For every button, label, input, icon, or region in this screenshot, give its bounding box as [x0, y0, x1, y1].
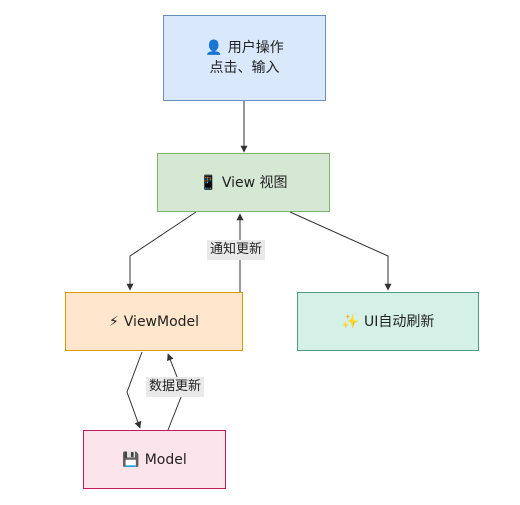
model-node: 💾 Model	[83, 430, 226, 489]
sparkles-icon: ✨	[341, 313, 360, 330]
user-action-subtitle: 点击、输入	[209, 60, 280, 76]
user-action-title: 用户操作	[227, 40, 284, 56]
user-action-node: 👤 用户操作 点击、输入	[163, 15, 326, 101]
edge-view-to-ui-refresh	[289, 211, 392, 291]
lightning-icon: ⚡	[108, 313, 119, 330]
mobile-phone-icon: 📱	[199, 174, 217, 191]
edge-viewmodel-to-model	[126, 351, 143, 429]
viewmodel-node: ⚡ ViewModel	[65, 292, 243, 351]
floppy-disk-icon: 💾	[122, 451, 140, 468]
viewmodel-label: ViewModel	[123, 313, 200, 330]
person-icon: 👤	[205, 40, 223, 56]
view-node: 📱 View 视图	[157, 153, 330, 212]
view-label-row: 📱 View 视图	[199, 173, 287, 193]
data-update-label: 数据更新	[146, 377, 205, 397]
view-label: View 视图	[221, 174, 288, 191]
model-label-row: 💾 Model	[122, 450, 186, 470]
notify-update-label: 通知更新	[207, 240, 266, 260]
ui-refresh-label: UI自动刷新	[364, 313, 435, 330]
ui-refresh-label-row: ✨ UI自动刷新	[342, 312, 435, 332]
user-action-title-row: 👤 用户操作	[205, 38, 283, 58]
ui-refresh-node: ✨ UI自动刷新	[297, 292, 479, 351]
viewmodel-label-row: ⚡ ViewModel	[109, 312, 199, 332]
model-label: Model	[144, 451, 187, 468]
edge-view-to-viewmodel	[126, 211, 197, 291]
